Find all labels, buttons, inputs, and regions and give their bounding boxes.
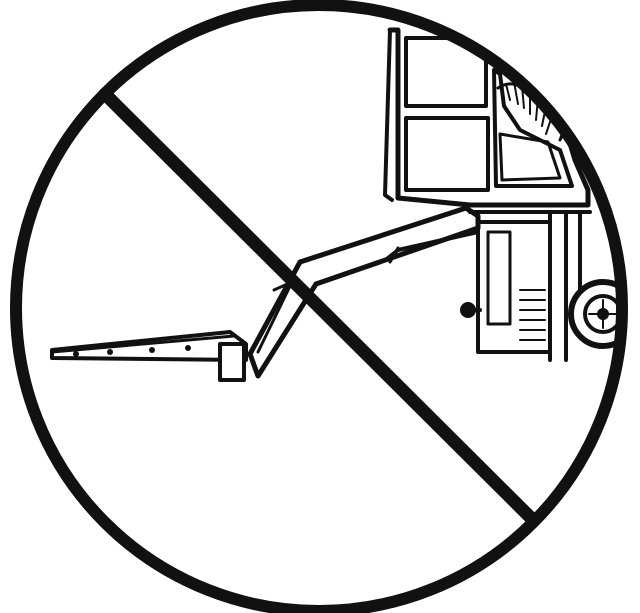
vehicle-icon [383,27,622,362]
cab-frame [387,27,591,208]
cab-window-inner [498,132,562,182]
chassis-rails [548,210,582,362]
control-knob-icon [460,302,476,318]
chassis-grille [519,289,546,341]
platform-mount [218,342,246,382]
platform-bolts [73,345,191,357]
clipped-illustration [50,27,622,382]
prohibition-circle [10,0,628,613]
cab-window-lower [404,116,490,192]
cab-pillar [383,28,394,202]
boom-brace [256,280,294,354]
chassis-panel [486,230,512,326]
lift-boom-icon [50,205,481,382]
platform-edge [50,334,236,354]
boom-arm-lower [247,259,319,379]
boom-arm-upper [297,205,481,287]
prohibition-slash [98,87,540,527]
